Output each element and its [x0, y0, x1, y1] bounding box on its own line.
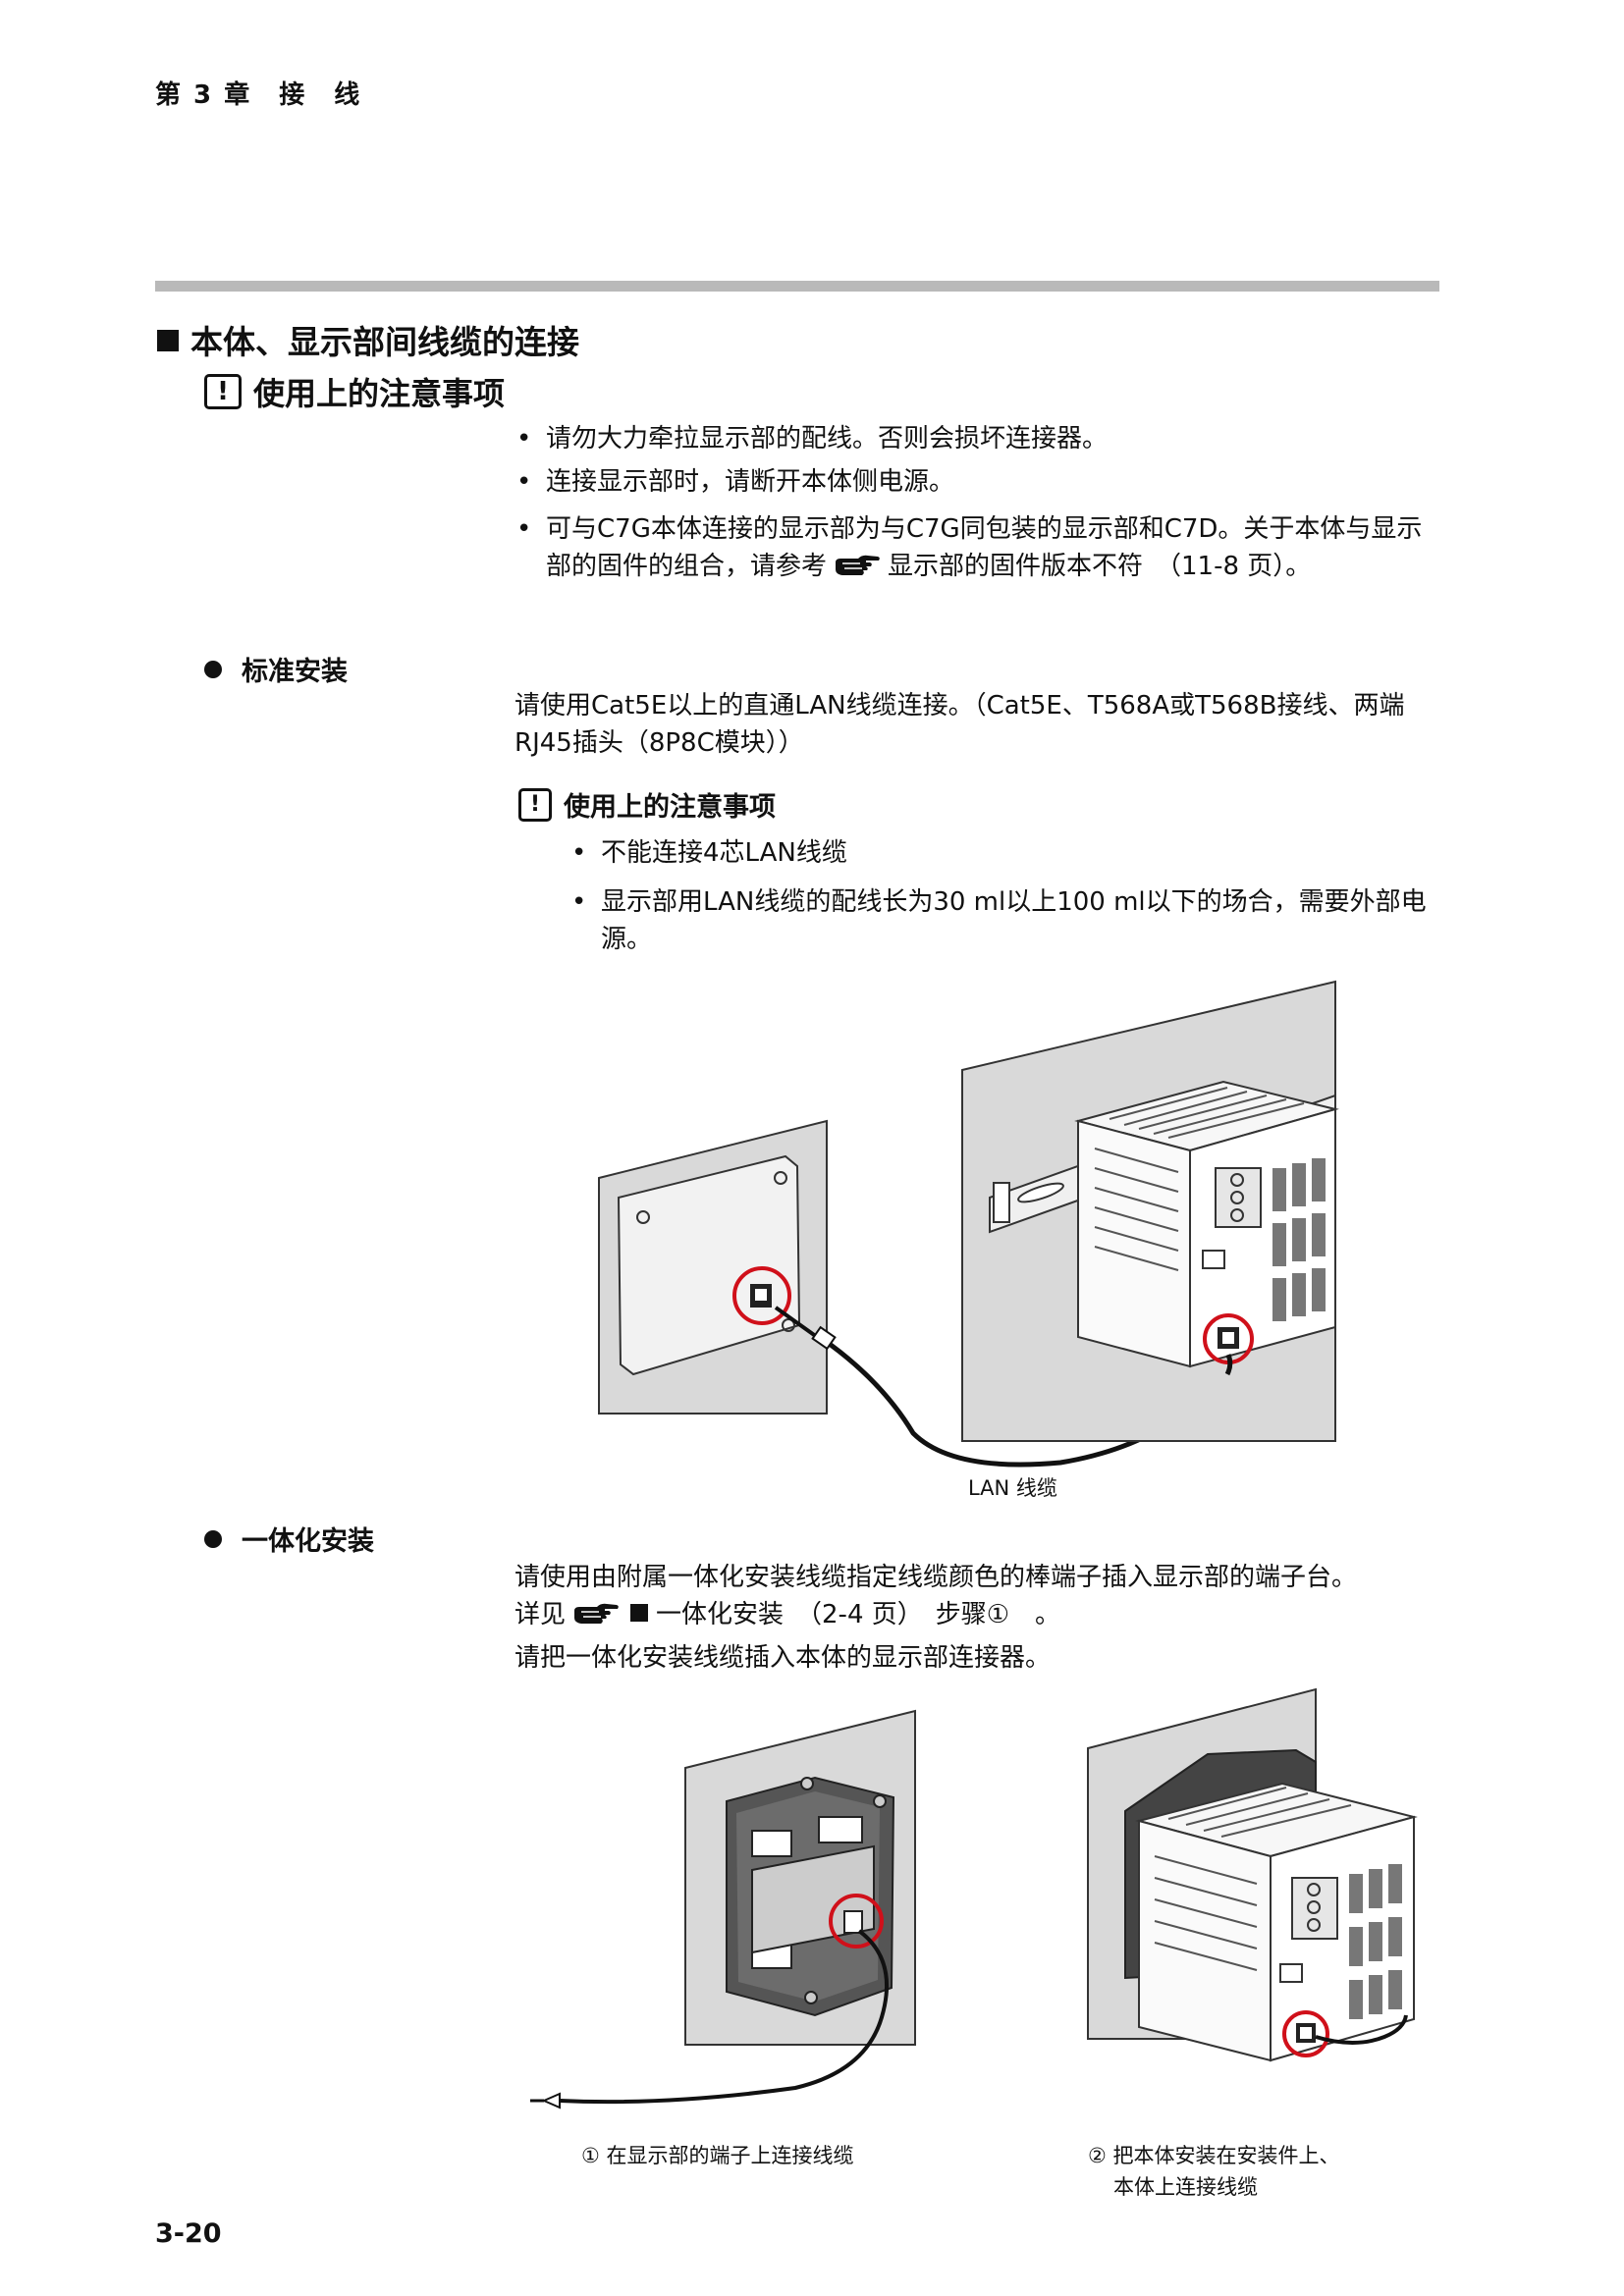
pointing-hand-icon: [833, 553, 882, 591]
standard-install-heading: 标准安装: [204, 650, 348, 688]
caution-item: 不能连接4芯LAN线缆: [569, 834, 1434, 872]
step2-caption: ② 把本体安装在安装件上、 本体上连接线缆: [1088, 2144, 1340, 2199]
connector-highlight-circle: [829, 1894, 884, 1949]
round-bullet-icon: [204, 661, 222, 678]
firmware-version-link[interactable]: 显示部的固件版本不符 （11-8 页）。: [888, 552, 1312, 581]
caution-icon: !: [518, 787, 552, 822]
integrated-install-heading: 一体化安装: [204, 1520, 374, 1558]
page-number: 3-20: [155, 2218, 222, 2249]
caution-heading-top: ! 使用上的注意事项: [204, 369, 505, 414]
connector-highlight-circle: [732, 1266, 791, 1325]
caution-title: 使用上的注意事项: [253, 375, 506, 412]
square-bullet-icon: [157, 330, 179, 351]
integrated-step2-illustration: [1087, 1687, 1418, 2062]
square-bullet-icon: [630, 1604, 649, 1622]
caution-list-standard: 不能连接4芯LAN线缆 显示部用LAN线缆的配线长为30 ml以上100 ml以…: [569, 834, 1434, 970]
step1-caption: ① 在显示部的端子上连接线缆: [581, 2144, 854, 2167]
chapter-header: 第 3 章 接 线: [155, 80, 362, 110]
caution-title: 使用上的注意事项: [564, 792, 776, 823]
connector-highlight-circle: [1282, 2010, 1329, 2057]
section-title: 本体、显示部间线缆的连接: [157, 316, 579, 363]
caution-icon: !: [204, 374, 242, 409]
integrated-install-text: 请使用由附属一体化安装线缆指定线缆颜色的棒端子插入显示部的端子台。 详见一体化安…: [514, 1563, 1358, 1673]
caution-list-top: 请勿大力牵拉显示部的配线。否则会损坏连接器。 连接显示部时，请断开本体侧电源。 …: [514, 420, 1428, 597]
lan-cable-caption: LAN 线缆: [968, 1476, 1057, 1500]
caution-heading-standard: ! 使用上的注意事项: [518, 785, 776, 824]
standard-install-text: 请使用Cat5E以上的直通LAN线缆连接。（Cat5E、T568A或T568B接…: [514, 691, 1405, 758]
caution-item: 可与C7G本体连接的显示部为与C7G同包装的显示部和C7D。关于本体与显示部的固…: [514, 510, 1428, 591]
caution-item: 连接显示部时，请断开本体侧电源。: [514, 463, 1428, 501]
round-bullet-icon: [204, 1530, 222, 1548]
pointing-hand-icon: [571, 1601, 621, 1639]
integrated-step1-illustration: [530, 1709, 916, 2109]
section-rule: [155, 281, 1439, 292]
caution-item: 请勿大力牵拉显示部的配线。否则会损坏连接器。: [514, 420, 1428, 457]
caution-item: 显示部用LAN线缆的配线长为30 ml以上100 ml以下的场合，需要外部电源。: [569, 883, 1434, 958]
integrated-install-link[interactable]: 一体化安装 （2-4 页） 步骤① 。: [656, 1600, 1061, 1629]
standard-install-illustration: [598, 980, 1339, 1468]
